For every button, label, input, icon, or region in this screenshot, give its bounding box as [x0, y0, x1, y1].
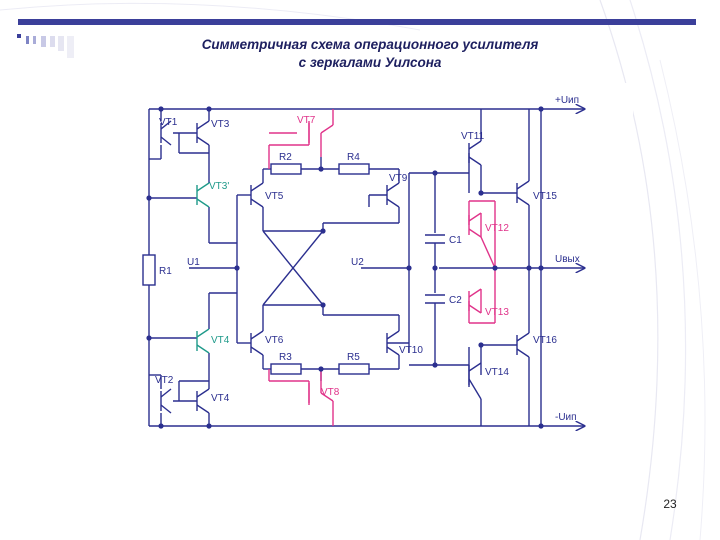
slide-title-line-1: Симметричная схема операционного усилите… — [201, 37, 539, 52]
vt11-transistor — [468, 140, 482, 166]
vt3-transistor — [196, 120, 210, 146]
label-vt2: VT2 — [155, 375, 174, 386]
transistors — [160, 120, 530, 414]
vt13-transistor — [468, 288, 482, 314]
label-vt10: VT10 — [399, 345, 423, 356]
vt15-transistor — [516, 180, 530, 206]
label-vt9: VT9 — [389, 173, 408, 184]
transistors-magenta — [308, 123, 482, 403]
label-vee: -Uип — [555, 412, 577, 423]
schematic-panel: +Uип -Uип Uвых U1 U2 R1 R2 R4 R3 R5 C1 C… — [99, 83, 633, 456]
label-r2: R2 — [279, 152, 292, 163]
vt6-transistor — [250, 330, 264, 356]
label-vt5: VT5 — [265, 191, 284, 202]
label-vcc: +Uип — [555, 95, 579, 106]
label-u1: U1 — [187, 257, 200, 268]
junction-dots — [146, 106, 544, 429]
transistors-green — [196, 182, 210, 354]
mirror-wiring-magenta — [268, 109, 496, 426]
label-c1: C1 — [449, 235, 462, 246]
label-r5: R5 — [347, 352, 360, 363]
resistors — [142, 163, 370, 375]
r4-resistor — [338, 163, 370, 175]
vt12-transistor — [468, 212, 482, 238]
vt2-transistor — [160, 388, 172, 414]
r1-resistor — [142, 254, 156, 286]
label-vt4-bottom: VT4 — [211, 393, 230, 404]
vt3-prime-transistor — [196, 182, 210, 208]
label-vt16: VT16 — [533, 335, 557, 346]
slide-title: Симметричная схема операционного усилите… — [150, 36, 590, 72]
label-vt4: VT4 — [211, 335, 230, 346]
label-vt15: VT15 — [533, 191, 557, 202]
label-vt3: VT3 — [211, 119, 230, 130]
vt4-transistor — [196, 328, 210, 354]
label-vt1: VT1 — [159, 117, 178, 128]
vt5-transistor — [250, 182, 264, 208]
label-vt8: VT8 — [321, 387, 340, 398]
page-number: 23 — [663, 497, 677, 511]
vt9-transistor — [386, 182, 400, 208]
label-vt6: VT6 — [265, 335, 284, 346]
labels: +Uип -Uип Uвых U1 U2 R1 R2 R4 R3 R5 C1 C… — [155, 95, 580, 423]
r3-resistor — [270, 363, 302, 375]
r2-resistor — [270, 163, 302, 175]
label-u2: U2 — [351, 257, 364, 268]
op-amp-schematic: +Uип -Uип Uвых U1 U2 R1 R2 R4 R3 R5 C1 C… — [142, 95, 633, 456]
label-output: Uвых — [555, 254, 580, 265]
label-r4: R4 — [347, 152, 360, 163]
vt16-transistor — [516, 332, 530, 358]
label-r3: R3 — [279, 352, 292, 363]
wiring — [148, 109, 584, 426]
vt10-transistor — [386, 330, 400, 356]
label-vt11: VT11 — [461, 131, 485, 142]
label-vt3-prime: VT3' — [209, 181, 229, 192]
bullet-squares-decoration — [17, 34, 74, 58]
label-vt14: VT14 — [485, 367, 509, 378]
label-vt12: VT12 — [485, 223, 509, 234]
label-vt13: VT13 — [485, 307, 509, 318]
label-vt7: VT7 — [297, 115, 316, 126]
label-r1: R1 — [159, 266, 172, 277]
vt14-transistor — [468, 362, 482, 400]
vt4-bottom-transistor — [196, 388, 210, 414]
vt1-transistor — [160, 120, 172, 146]
label-c2: C2 — [449, 295, 462, 306]
slide-title-line-2: с зеркалами Уилсона — [298, 55, 442, 70]
r5-resistor — [338, 363, 370, 375]
header-bar — [18, 19, 696, 25]
